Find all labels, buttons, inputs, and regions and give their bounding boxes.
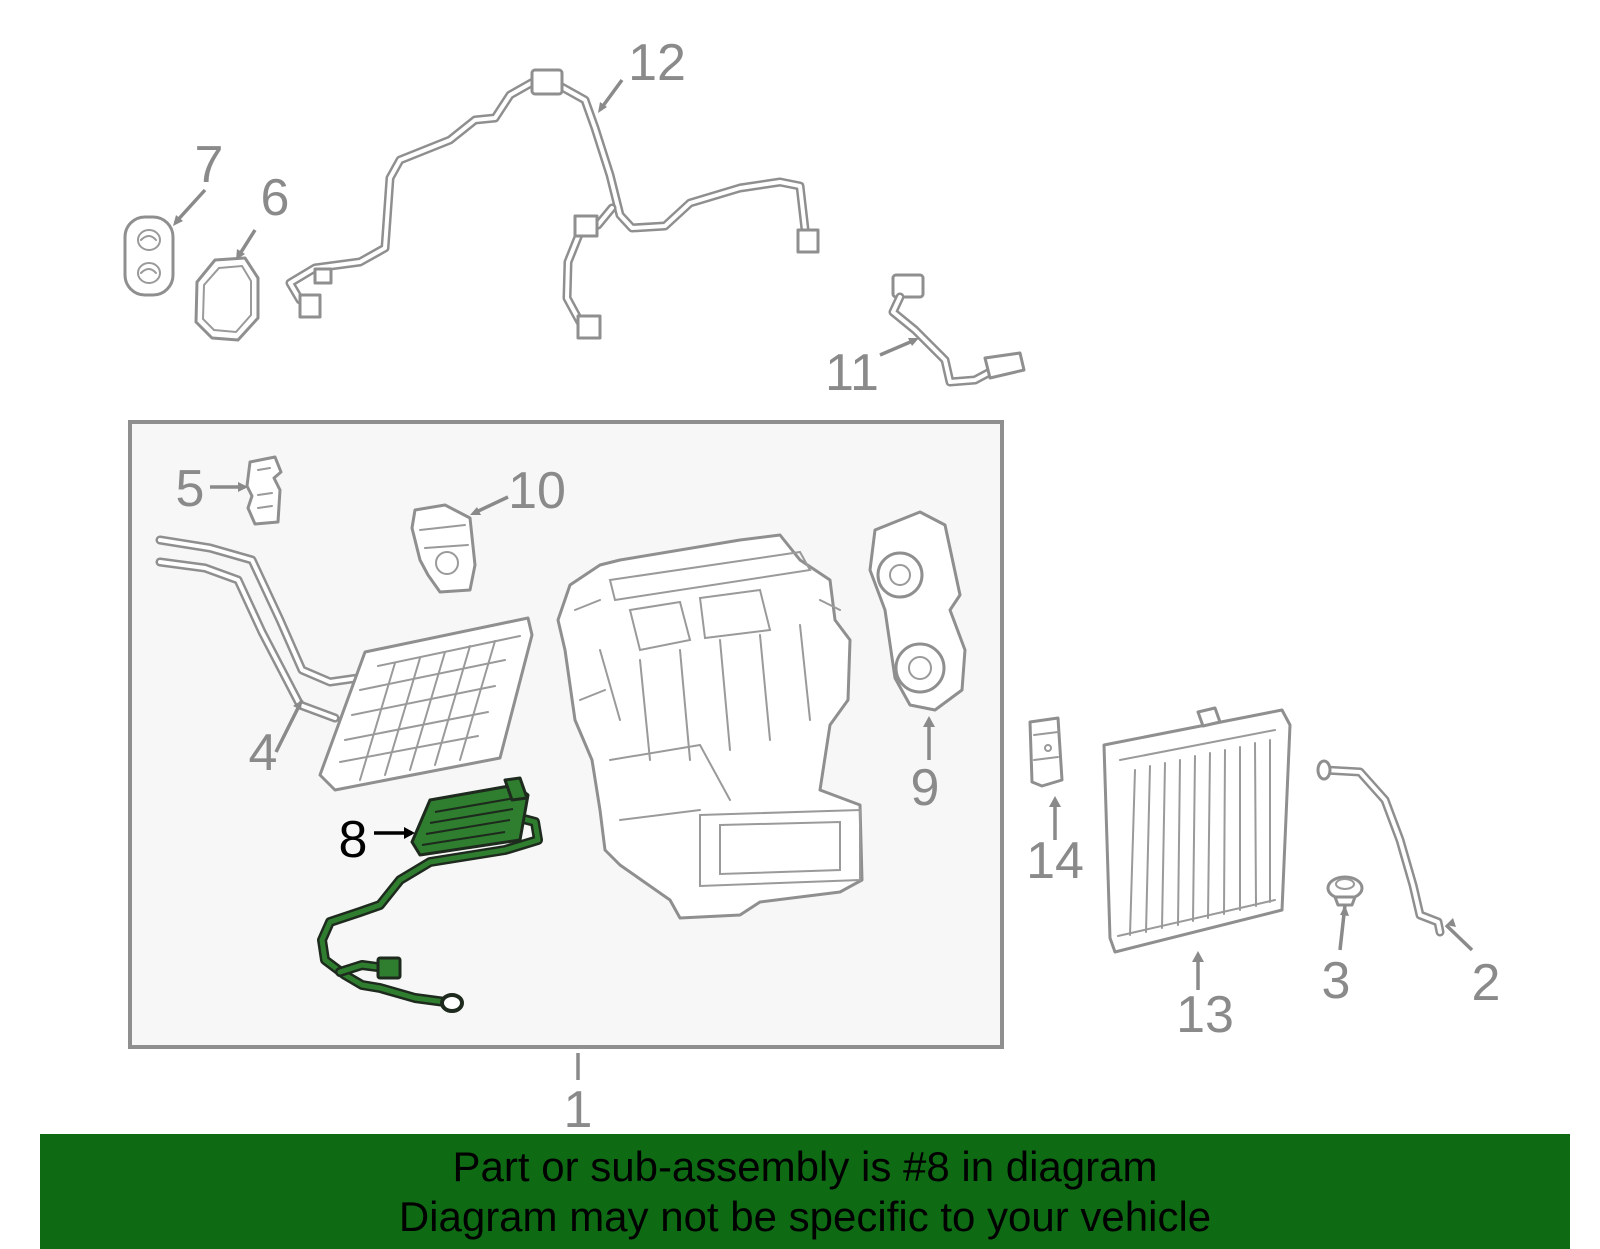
- callout-8: 8: [339, 811, 368, 869]
- part-4-heater-core[interactable]: [155, 535, 534, 792]
- part-7-grommet[interactable]: [123, 215, 175, 297]
- part-13-evaporator[interactable]: [1102, 706, 1292, 954]
- callout-7: 7: [195, 136, 224, 194]
- callout-6: 6: [261, 169, 290, 227]
- part-10-actuator[interactable]: [410, 503, 477, 594]
- part-8-heater-unit[interactable]: [317, 776, 543, 1013]
- part-2-hose[interactable]: [1316, 759, 1445, 937]
- callout-11: 11: [825, 344, 879, 402]
- callout-4: 4: [249, 724, 278, 782]
- banner-line-2: Diagram may not be specific to your vehi…: [398, 1193, 1212, 1240]
- callout-14: 14: [1026, 832, 1084, 890]
- banner-line-1: Part or sub-assembly is #8 in diagram: [452, 1143, 1158, 1190]
- notice-banner: Part or sub-assembly is #8 in diagram Di…: [40, 1134, 1570, 1249]
- callout-9: 9: [911, 759, 940, 817]
- callout-10: 10: [508, 462, 566, 520]
- callout-12: 12: [628, 34, 686, 92]
- part-14-valve[interactable]: [1028, 716, 1064, 788]
- part-11-sensor[interactable]: [888, 273, 1026, 387]
- part-6-seal[interactable]: [194, 256, 260, 342]
- assembly-box: [128, 420, 1004, 1049]
- callout-5: 5: [176, 460, 205, 518]
- callout-1: 1: [564, 1081, 593, 1139]
- part-12-harness[interactable]: [285, 68, 820, 340]
- callout-3: 3: [1322, 952, 1351, 1010]
- callout-2: 2: [1472, 954, 1501, 1012]
- part-3-grommet[interactable]: [1326, 875, 1364, 907]
- callout-13: 13: [1176, 986, 1234, 1044]
- part-9-blower[interactable]: [868, 510, 967, 712]
- part-5-bracket[interactable]: [245, 455, 283, 526]
- leader-lines: [173, 78, 1474, 1080]
- hvac-case[interactable]: [556, 533, 864, 920]
